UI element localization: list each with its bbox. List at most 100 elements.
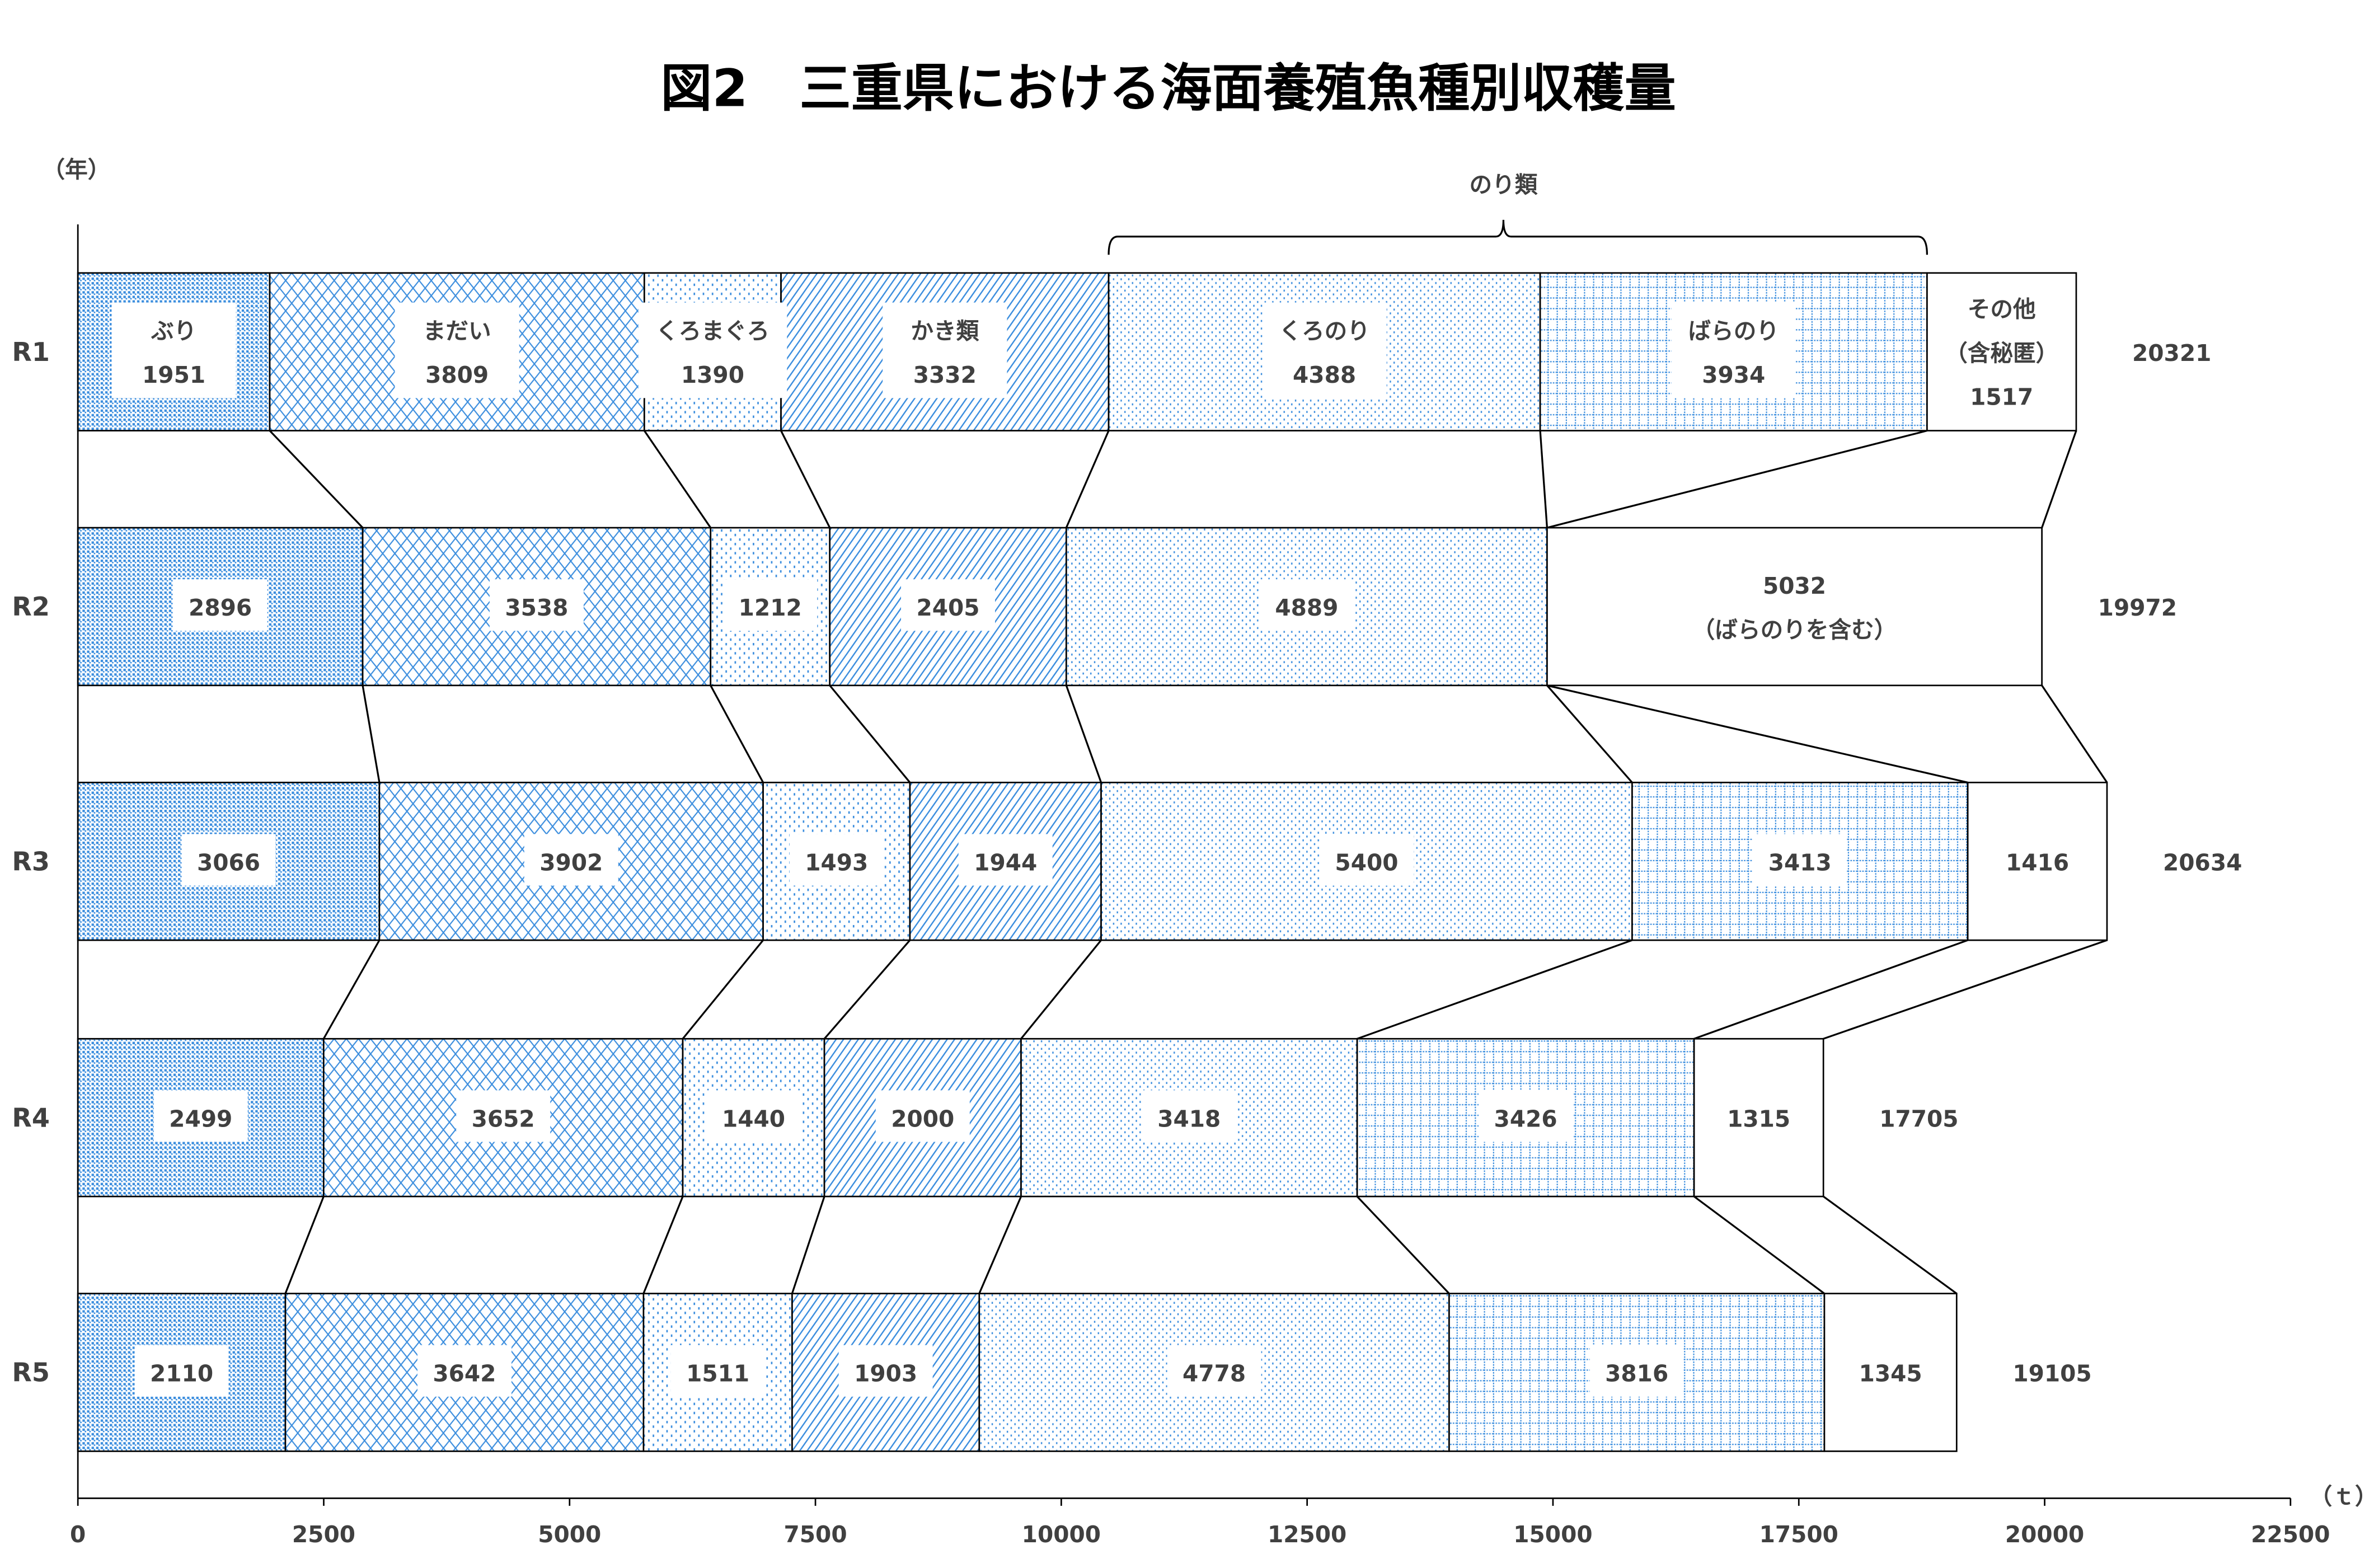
connector-line [1357, 939, 1632, 1040]
data-label-R5-kuromaguro: 1511 [686, 1360, 749, 1387]
total-label-R4: 17705 [1879, 1105, 1958, 1132]
data-label-R1-baranori: 3934 [1702, 362, 1765, 388]
connector-line [682, 940, 764, 1040]
label-box [1259, 579, 1354, 631]
bracket-label: のり類 [1469, 171, 1537, 198]
connector-line [823, 940, 911, 1040]
label-box [489, 579, 584, 631]
label-box [670, 1345, 765, 1397]
label-box [883, 302, 1007, 398]
data-label-R3-kuromaguro: 1493 [805, 849, 868, 876]
label-box [1142, 1090, 1236, 1142]
x-tick-label: 2500 [292, 1521, 355, 1548]
data-label-R2-kaki: 2405 [916, 594, 979, 621]
connector-line [2041, 430, 2077, 528]
connector-line [1065, 685, 1102, 783]
data-label-R1-baranori: ばらのり [1688, 318, 1780, 345]
connector-line [791, 1196, 825, 1294]
label-box [723, 579, 818, 631]
label-box [1589, 1345, 1684, 1397]
connector-line [1547, 430, 1927, 529]
data-label-R2-buri: 2896 [189, 594, 252, 621]
data-label-R4-kuromaguro: 1440 [722, 1105, 785, 1132]
label-box [181, 834, 276, 886]
connector-line [1546, 684, 1633, 783]
x-tick-label: 15000 [1513, 1521, 1592, 1548]
label-box [395, 302, 519, 398]
connector-line [1020, 940, 1102, 1040]
data-label-R1-buri: ぶり [151, 318, 196, 345]
data-label-R4-kuronori: 3418 [1157, 1105, 1221, 1132]
data-label-R3-buri: 3066 [197, 849, 260, 876]
data-label-R2-other: （ばらのりを含む） [1692, 616, 1897, 643]
connector-line [642, 1196, 684, 1294]
label-box [958, 834, 1053, 886]
connector-line [1823, 939, 2108, 1040]
data-label-R1-other: 1517 [1970, 384, 2033, 411]
data-label-R5-kaki: 1903 [854, 1360, 917, 1387]
bar-R2-other [1546, 527, 2043, 687]
connector-line [710, 685, 764, 783]
connector-lines [269, 430, 2108, 1294]
data-label-R1-kuromaguro: 1390 [681, 362, 744, 388]
data-label-R1-other: その他 [1968, 295, 2036, 322]
label-box [1167, 1345, 1261, 1397]
x-tick-label: 20000 [2005, 1521, 2084, 1548]
label-box [111, 302, 236, 398]
category-label-R2: R2 [12, 591, 50, 622]
data-label-R1-kaki: かき類 [911, 318, 979, 345]
data-label-R5-buri: 2110 [150, 1360, 213, 1387]
label-box [901, 579, 996, 631]
label-box [706, 1090, 801, 1142]
x-tick-label: 0 [70, 1521, 86, 1548]
x-tick-label: 12500 [1268, 1521, 1346, 1548]
bar-R4-other [1693, 1037, 1824, 1198]
label-box [1262, 302, 1387, 398]
data-label-R1-kuromaguro: くろまぐろ [656, 318, 769, 345]
labels: R1ぶり1951まだい3809くろまぐろ1390かき類3332くろのり4388ば… [12, 295, 2242, 1397]
total-label-R1: 20321 [2132, 340, 2211, 367]
data-label-R1-kaki: 3332 [913, 362, 977, 388]
data-label-R3-baranori: 3413 [1768, 849, 1832, 876]
connector-line [1693, 1195, 1825, 1294]
data-label-R2-kuronori: 4889 [1275, 594, 1338, 621]
data-label-R3-kaki: 1944 [974, 849, 1037, 876]
data-label-R5-other: 1345 [1859, 1360, 1922, 1387]
data-label-R3-other: 1416 [2006, 849, 2069, 876]
bracket-noriclass [1108, 219, 1928, 255]
connector-line [284, 1196, 325, 1294]
connector-line [1356, 1195, 1450, 1294]
connector-line [1823, 1195, 1958, 1294]
x-tick-label: 7500 [784, 1521, 847, 1548]
connector-line [829, 684, 911, 783]
label-box [1319, 834, 1414, 886]
data-label-R1-other: （含秘匿） [1945, 340, 2058, 367]
x-tick-label: 17500 [1759, 1521, 1838, 1548]
label-box [875, 1090, 970, 1142]
data-label-R1-kuronori: 4388 [1293, 362, 1356, 388]
bar-R1-other [1926, 272, 2077, 431]
data-label-R5-madai: 3642 [433, 1360, 496, 1387]
data-label-R1-madai: 3809 [425, 362, 489, 388]
label-box [153, 1090, 248, 1142]
connector-line [978, 1196, 1022, 1294]
bar-R3-other [1967, 781, 2108, 941]
x-tick-label: 5000 [538, 1521, 601, 1548]
label-box [638, 302, 787, 398]
data-label-R4-madai: 3652 [472, 1105, 535, 1132]
data-label-R4-buri: 2499 [169, 1105, 232, 1132]
data-label-R4-baranori: 3426 [1494, 1105, 1557, 1132]
label-box [456, 1090, 551, 1142]
connector-line [322, 940, 381, 1040]
connector-line [1547, 684, 1968, 783]
data-label-R1-madai: まだい [423, 318, 491, 345]
connector-line [1065, 430, 1110, 528]
data-label-R2-madai: 3538 [505, 594, 568, 621]
category-label-R3: R3 [12, 846, 50, 876]
data-label-R5-kuronori: 4778 [1183, 1360, 1246, 1387]
category-label-R4: R4 [12, 1102, 50, 1133]
label-box [1479, 1090, 1573, 1142]
connector-line [1693, 939, 1968, 1040]
